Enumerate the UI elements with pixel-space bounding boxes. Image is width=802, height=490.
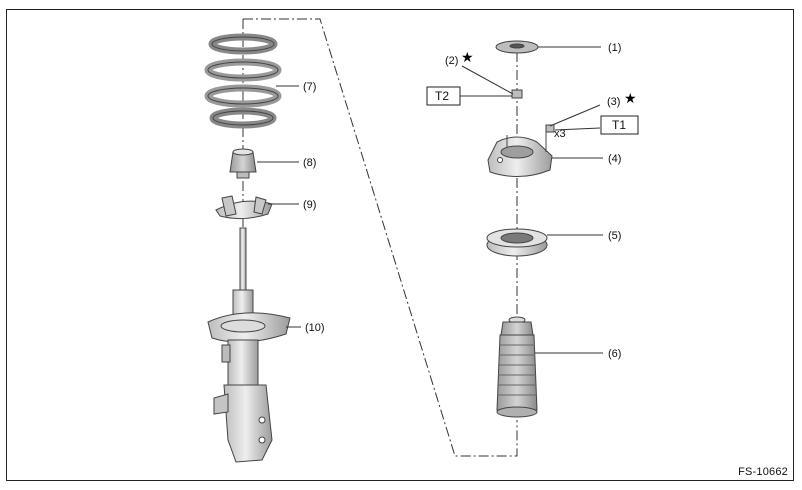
diagram-border (6, 9, 794, 481)
part-label-5: (5) (608, 230, 621, 242)
leader-lines (257, 46, 603, 354)
leader-line-3 (549, 104, 601, 127)
mount-nut-part (545, 124, 555, 133)
part-label-9: (9) (303, 199, 316, 211)
torque-tag-t2-box (426, 86, 461, 106)
star-marker-2: ★ (461, 49, 474, 65)
washer-part (495, 40, 539, 54)
part-label-3: (3) (607, 96, 620, 108)
assembly-connector-line (243, 18, 518, 457)
coil-spring-part (204, 33, 282, 129)
leader-line-2 (461, 65, 514, 95)
strut-assembly-part (207, 227, 291, 463)
nut-part (511, 89, 523, 99)
part-label-7: (7) (303, 81, 316, 93)
part-label-1: (1) (608, 42, 621, 54)
bump-stopper-part (229, 148, 257, 179)
spring-seat-part (215, 195, 273, 220)
quantity-note: x3 (554, 128, 566, 140)
part-label-2: (2) (445, 55, 458, 67)
strut-mount-part (487, 132, 553, 177)
star-marker-3: ★ (624, 90, 637, 106)
leader-line-t1 (554, 127, 601, 131)
dust-boot-part (496, 316, 538, 418)
torque-tag-t1: T1 (612, 118, 626, 132)
part-label-8: (8) (303, 157, 316, 169)
part-label-6: (6) (608, 348, 621, 360)
part-label-4: (4) (608, 153, 621, 165)
figure-id: FS-10662 (738, 466, 788, 478)
bearing-part (486, 228, 548, 257)
part-label-10: (10) (305, 322, 325, 334)
torque-tag-t1-box (600, 115, 639, 135)
torque-tag-t2: T2 (435, 89, 449, 103)
